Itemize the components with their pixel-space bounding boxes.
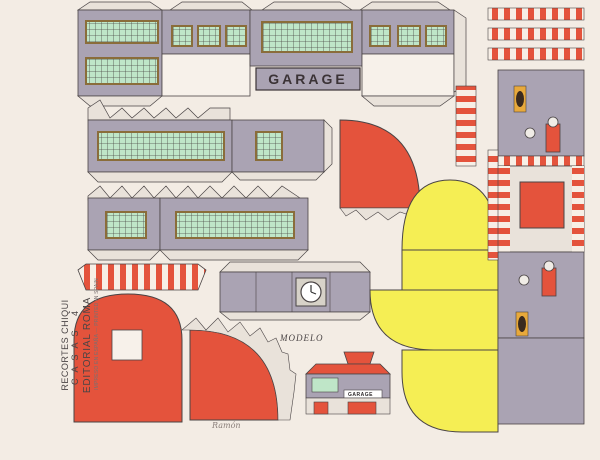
model-label: MODELO: [280, 333, 324, 343]
clock-wall-strip: [219, 261, 371, 321]
fuel-pump-icon-lower: [518, 260, 557, 297]
middle-wall-strip: [87, 99, 333, 183]
model-garage-illustration: [305, 351, 391, 415]
tire-poster-icon: [513, 85, 527, 113]
fuel-pump-icon: [524, 116, 561, 153]
yellow-roof-panel: [369, 179, 499, 433]
arched-door-panel: [73, 293, 183, 423]
artist-signature: Ramón: [212, 421, 241, 430]
striped-tabs: [455, 7, 585, 167]
left-awning-strip: [77, 263, 207, 291]
tire-poster-icon-lower: [515, 311, 529, 337]
quarter-round-panel-bottom: [181, 317, 297, 421]
clock-icon: [295, 277, 327, 307]
top-wall-strip: [76, 1, 467, 107]
model-sign: GARAGE: [348, 392, 373, 398]
right-tall-wall-strip: [487, 69, 585, 425]
garage-sign: GARAGE: [268, 71, 348, 87]
lower-wall-strip: [87, 185, 309, 261]
printer-note: IMPRESO EN ESPAÑA — PRINTED IN SPAIN: [94, 278, 100, 390]
quarter-round-panel-top: [339, 119, 421, 221]
